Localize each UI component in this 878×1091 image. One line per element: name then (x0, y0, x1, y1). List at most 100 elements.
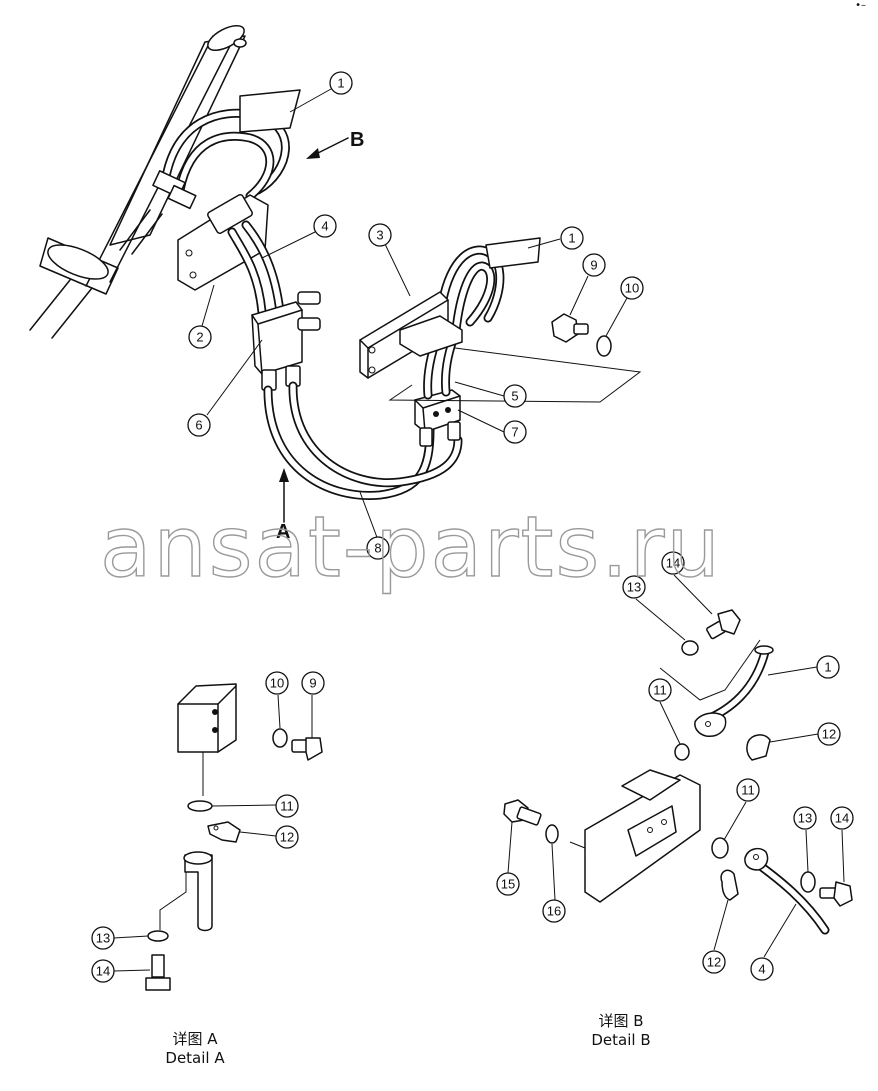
svg-text:16: 16 (547, 904, 561, 919)
detail-a-bolt-14 (145, 954, 171, 991)
callout-b-11a: 11 (648, 678, 672, 702)
callout-b-13b: 13 (793, 806, 817, 830)
callout-main-4: 4 (313, 214, 337, 238)
svg-text:11: 11 (741, 783, 755, 798)
svg-text:13: 13 (627, 580, 641, 595)
detail-a-bolt-9 (291, 737, 323, 761)
callout-b-14b: 14 (830, 806, 854, 830)
callout-main-5: 5 (503, 384, 527, 408)
detail-b-washer-16 (545, 824, 559, 844)
callout-main-6: 6 (187, 413, 211, 437)
callout-main-7: 7 (503, 420, 527, 444)
callout-main-1b: 1 (560, 226, 584, 250)
svg-text:12: 12 (707, 955, 721, 970)
callout-b-12b: 12 (702, 950, 726, 974)
callout-a-12: 12 (275, 825, 299, 849)
svg-text:15: 15 (501, 877, 515, 892)
svg-text:14: 14 (835, 811, 849, 826)
view-arrow-b: B (306, 129, 364, 159)
detail-a-title-en: Detail A (165, 1049, 225, 1067)
washer-10-main (596, 335, 612, 357)
detail-a-washer-10 (272, 728, 288, 748)
svg-text:10: 10 (270, 676, 284, 691)
svg-text:2: 2 (196, 330, 203, 345)
svg-text:13: 13 (96, 931, 110, 946)
callout-main-1a: 1 (329, 71, 353, 95)
bracket-plate-3 (359, 291, 463, 379)
view-label-b: B (350, 129, 364, 151)
callout-b-15: 15 (496, 872, 520, 896)
svg-text:1: 1 (824, 660, 831, 675)
callout-a-9: 9 (301, 671, 325, 695)
leader-lines (113, 88, 845, 972)
hose-loop-upper (152, 89, 301, 210)
svg-text:7: 7 (511, 425, 518, 440)
svg-text:5: 5 (511, 389, 518, 404)
svg-text:4: 4 (758, 962, 765, 977)
detail-b-bolt-14a (706, 609, 741, 640)
callout-a-14: 14 (91, 959, 115, 983)
view-label-a: A (276, 521, 290, 543)
callout-b-11b: 11 (736, 778, 760, 802)
svg-text:8: 8 (374, 541, 381, 556)
detail-b-clip-12a (746, 734, 771, 761)
detail-b-oring-11a (674, 743, 690, 761)
svg-text:9: 9 (590, 258, 597, 273)
callout-b-1: 1 (816, 655, 840, 679)
detail-b-caption: 详图 B Detail B (566, 1012, 676, 1050)
detail-a-caption: 详图 A Detail A (140, 1030, 250, 1068)
detail-b-clip-12b (720, 869, 739, 901)
svg-text:9: 9 (309, 676, 316, 691)
callout-a-13: 13 (91, 926, 115, 950)
svg-text:13: 13 (798, 811, 812, 826)
callout-a-11: 11 (275, 794, 299, 818)
detail-b-plate (569, 769, 701, 903)
detail-b-hose-1 (694, 645, 774, 737)
detail-b-washer-13a (681, 640, 699, 656)
callout-main-8: 8 (366, 536, 390, 560)
detail-a-title-cn: 详图 A (172, 1030, 218, 1048)
svg-text:12: 12 (822, 727, 836, 742)
callout-main-9: 9 (582, 253, 606, 277)
detail-a-washer-13 (147, 930, 169, 942)
detail-a-clip-12 (207, 821, 241, 843)
detail-b-bolt-15 (503, 799, 542, 826)
boom-cylinder (29, 24, 247, 339)
watermark-text: ansat-parts.ru (100, 498, 722, 596)
plane-line-main (388, 347, 642, 403)
callout-main-10: 10 (620, 276, 644, 300)
svg-text:11: 11 (653, 683, 667, 698)
callout-main-2: 2 (188, 325, 212, 349)
valve-block-6 (251, 291, 321, 391)
callout-b-4: 4 (750, 957, 774, 981)
detail-b-oring-11b (711, 837, 729, 859)
bolt-9-main (551, 313, 589, 343)
svg-text:14: 14 (96, 964, 110, 979)
svg-text:4: 4 (321, 219, 328, 234)
svg-text:14: 14 (666, 556, 680, 571)
svg-text:6: 6 (195, 418, 202, 433)
svg-text:3: 3 (376, 228, 383, 243)
callout-b-13a: 13 (622, 575, 646, 599)
callout-a-10: 10 (265, 671, 289, 695)
svg-text:12: 12 (280, 830, 294, 845)
detail-b-plane-line (659, 639, 761, 701)
svg-text:10: 10 (625, 281, 639, 296)
svg-text:1: 1 (337, 76, 344, 91)
valve-block-7 (414, 389, 461, 447)
detail-a-block (177, 683, 237, 796)
long-hoses-8 (263, 381, 463, 501)
detail-a-oring-11 (187, 800, 213, 812)
svg-text:1: 1 (568, 231, 575, 246)
callout-main-3: 3 (368, 223, 392, 247)
svg-text:11: 11 (280, 799, 294, 814)
corner-mark: •– (855, 0, 866, 11)
callout-b-16: 16 (542, 899, 566, 923)
callout-b-14a: 14 (661, 551, 685, 575)
detail-b-bolt-14b (819, 881, 853, 907)
view-arrow-a: A (276, 468, 290, 543)
detail-a-fitting (159, 851, 213, 932)
detail-b-hose-4 (744, 847, 830, 935)
hose-loop-right (435, 237, 541, 335)
